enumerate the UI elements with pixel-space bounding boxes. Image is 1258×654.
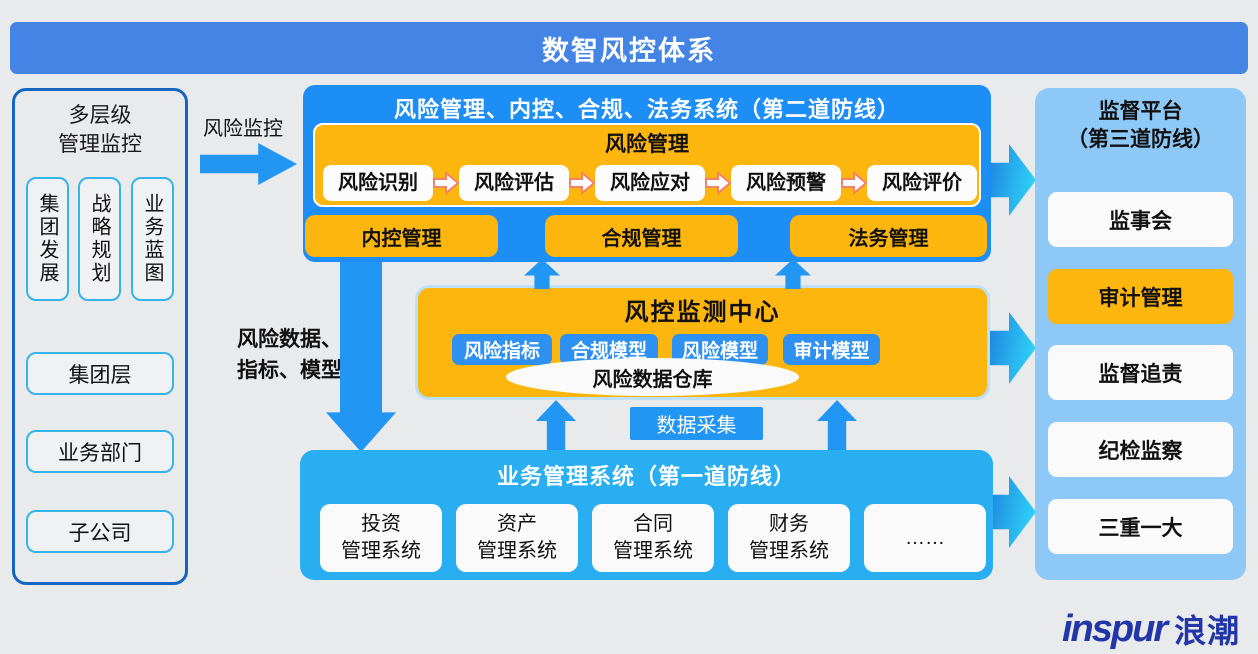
vertical-item-group-development: 集团发展: [26, 177, 69, 301]
supervision-platform-title: 监督平台 （第三道防线）: [1067, 100, 1214, 151]
second-line-title: 风险管理、内控、合规、法务系统（第二道防线）: [393, 97, 900, 122]
data-collection-label: 数据采集: [630, 407, 763, 440]
system-finance: 财务 管理系统: [728, 504, 850, 572]
inspur-logo-zh: 浪潮: [1174, 613, 1241, 649]
supervision-item-board: 监事会: [1048, 192, 1233, 247]
step-arrow-icon: [841, 171, 867, 195]
first-line-of-defense-box: 业务管理系统（第一道防线） 投资 管理系统 资产 管理系统 合同 管理系统 财务…: [300, 450, 993, 580]
level-box-department: 业务部门: [26, 430, 174, 473]
step-risk-assessment: 风险评估: [459, 165, 569, 201]
up-arrow-icon: [536, 400, 576, 450]
step-risk-evaluation: 风险评价: [867, 165, 977, 201]
right-arrow-icon: [200, 143, 297, 185]
monitor-center-title: 风控监测中心: [624, 299, 781, 326]
first-line-title: 业务管理系统（第一道防线）: [496, 464, 796, 489]
chip-risk-indicators: 风险指标: [452, 334, 552, 365]
step-arrow-icon: [433, 171, 459, 195]
risk-management-title: 风险管理: [605, 133, 689, 156]
step-arrow-icon: [705, 171, 731, 195]
module-compliance: 合规管理: [545, 215, 738, 257]
vertical-item-strategic-planning: 战略规划: [78, 177, 121, 301]
supervision-item-three-major-one-large: 三重一大: [1048, 499, 1233, 554]
supervision-item-audit: 审计管理: [1048, 269, 1233, 324]
step-risk-response: 风险应对: [595, 165, 705, 201]
step-risk-warning: 风险预警: [731, 165, 841, 201]
left-panel-title: 多层级 管理监控: [58, 104, 142, 156]
vertical-item-business-blueprint: 业务蓝图: [131, 177, 174, 301]
supervision-platform-panel: 监督平台 （第三道防线） 监事会 审计管理 监督追责 纪检监察 三重一大: [1035, 88, 1246, 580]
risk-monitoring-label: 风险监控: [203, 118, 283, 140]
module-internal-control: 内控管理: [305, 215, 498, 257]
level-box-group: 集团层: [26, 352, 174, 395]
risk-management-box: 风险管理 风险识别 风险评估 风险应对 风险预警 风险评价: [313, 123, 981, 207]
page-title: 数智风控体系: [10, 22, 1248, 74]
risk-data-label: 风险数据、 指标、模型: [237, 328, 342, 382]
level-box-subsidiary: 子公司: [26, 510, 174, 553]
risk-monitoring-center-box: 风控监测中心 风险指标 合规模型 风险模型 审计模型 风险数据仓库: [415, 285, 990, 400]
risk-process-steps: 风险识别 风险评估 风险应对 风险预警 风险评价: [323, 165, 977, 201]
supervision-item-accountability: 监督追责: [1048, 345, 1233, 400]
step-risk-identification: 风险识别: [323, 165, 433, 201]
system-asset: 资产 管理系统: [456, 504, 578, 572]
module-legal: 法务管理: [790, 215, 987, 257]
chip-audit-model: 审计模型: [783, 334, 880, 365]
step-arrow-icon: [569, 171, 595, 195]
risk-data-warehouse: 风险数据仓库: [506, 358, 799, 396]
inspur-logo: inspur 浪潮: [1062, 606, 1240, 652]
supervision-item-discipline: 纪检监察: [1048, 422, 1233, 477]
system-investment: 投资 管理系统: [320, 504, 442, 572]
inspur-logo-en: inspur: [1062, 607, 1168, 650]
system-more: ……: [864, 504, 986, 572]
multi-level-monitoring-panel: 多层级 管理监控 集团发展 战略规划 业务蓝图 集团层 业务部门 子公司: [12, 88, 188, 585]
second-line-of-defense-box: 风险管理、内控、合规、法务系统（第二道防线） 风险管理 风险识别 风险评估 风险…: [303, 85, 991, 262]
up-arrow-icon: [817, 400, 857, 450]
system-contract: 合同 管理系统: [592, 504, 714, 572]
